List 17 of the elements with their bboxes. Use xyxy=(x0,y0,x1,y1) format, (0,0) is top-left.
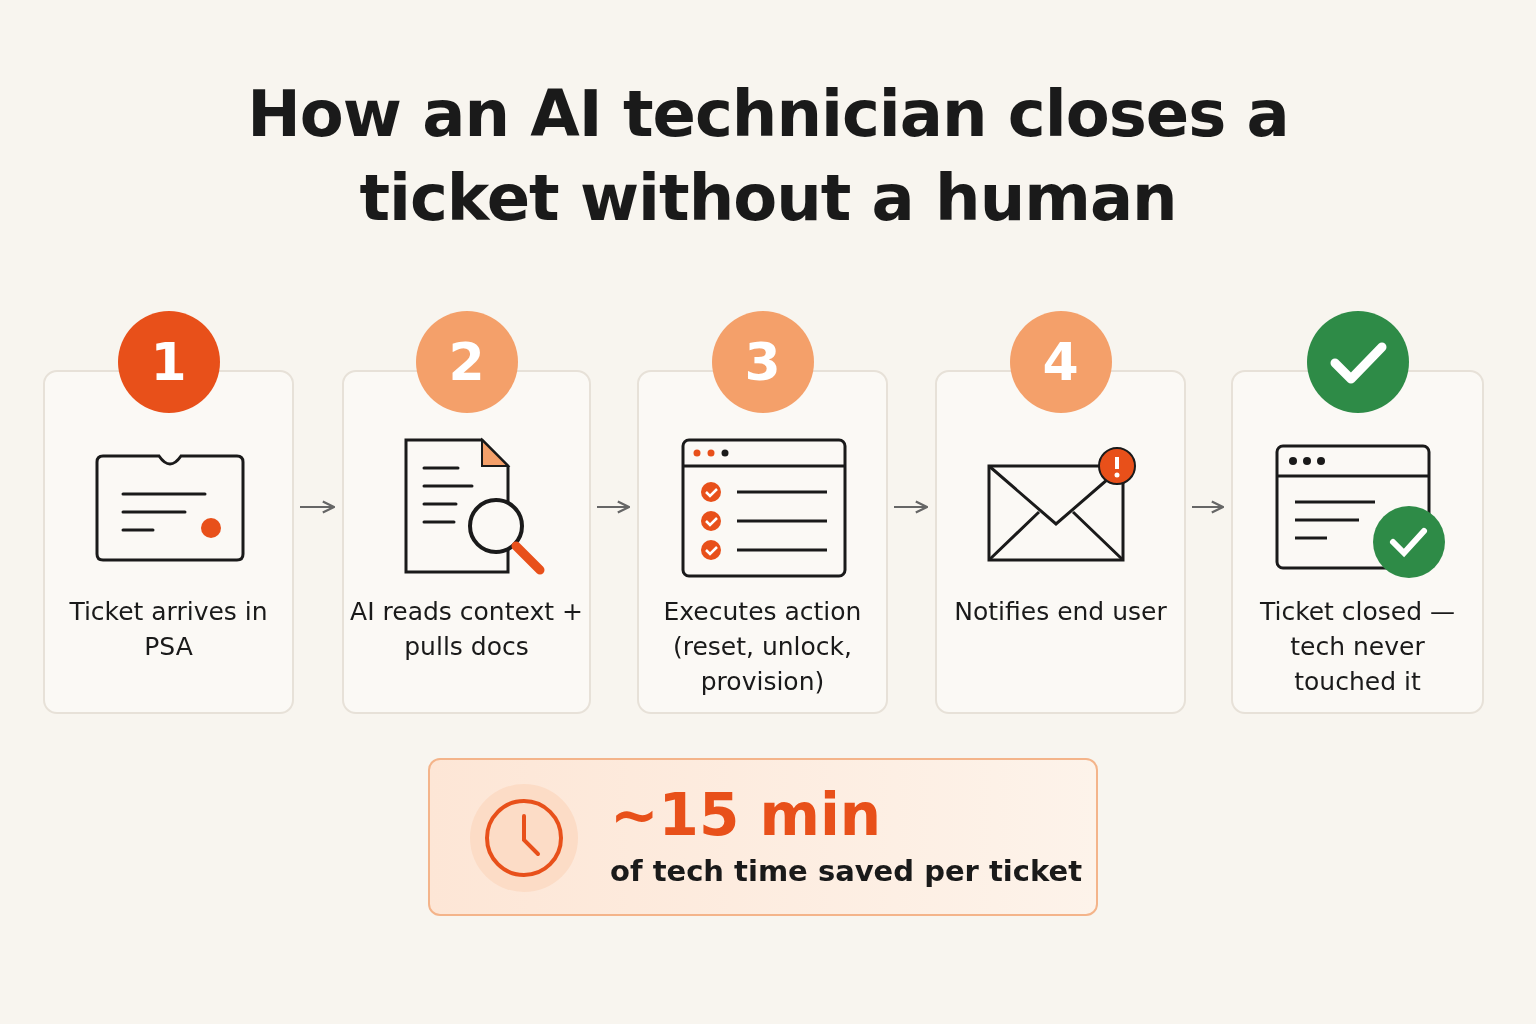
step-label: AI reads context + pulls docs xyxy=(349,596,584,663)
step-number: 1 xyxy=(117,311,220,413)
step-label: Executes action (reset, unlock, provision) xyxy=(662,596,863,698)
step-number: 2 xyxy=(415,311,518,413)
time-saved-note: of tech time saved per ticket xyxy=(610,854,1082,888)
arrow xyxy=(299,500,336,514)
summary-panel xyxy=(428,758,1098,916)
step-number: 3 xyxy=(711,311,814,413)
step-label: Ticket arrives in PSA xyxy=(68,596,269,663)
time-saved-value: ~15 min xyxy=(610,780,882,850)
step-label: Notifies end user xyxy=(953,596,1168,628)
arrow xyxy=(1191,500,1225,514)
step-label: Ticket closed — tech never touched it xyxy=(1258,596,1457,698)
arrow xyxy=(893,500,929,514)
step-number: 4 xyxy=(1009,311,1112,413)
title: How an AI technician closes a ticket without a human xyxy=(246,76,1290,237)
arrow xyxy=(596,500,631,514)
